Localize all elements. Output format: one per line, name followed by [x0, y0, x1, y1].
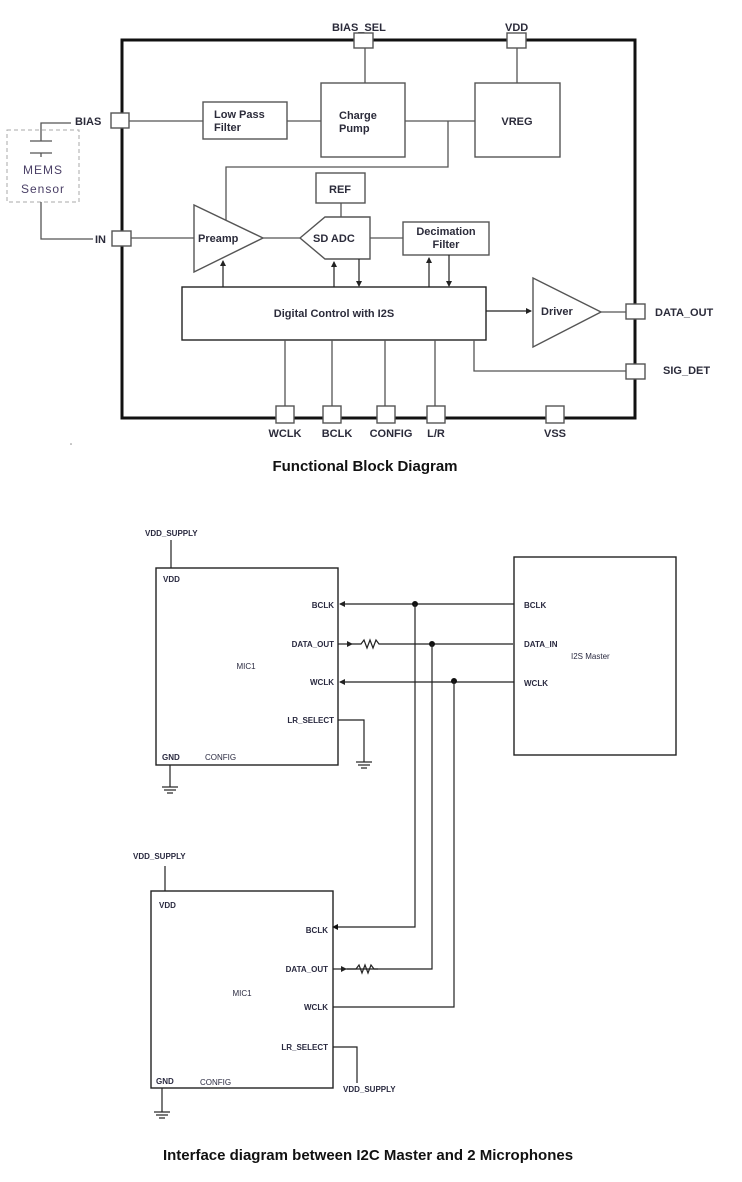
charge-label: Charge	[339, 110, 377, 122]
master-data-in-label: DATA_IN	[524, 640, 558, 649]
pin-bias	[110, 112, 130, 129]
mic-bottom: VDD_SUPPLY VDD BCLK DATA_OUT MIC1 WCLK L…	[133, 852, 396, 1119]
pin-label-vdd: VDD	[505, 22, 528, 34]
block-diagram-caption: Functional Block Diagram	[272, 458, 457, 475]
mic-bottom-lr-supply-label: VDD_SUPPLY	[343, 1085, 396, 1094]
interface-diagram: VDD_SUPPLY VDD BCLK DATA_OUT MIC1 WCLK L…	[133, 529, 677, 1164]
mic-top-config-label: CONFIG	[205, 753, 236, 762]
master-name: I2S Master	[571, 652, 610, 661]
mems-label: MEMS	[23, 163, 63, 177]
low-pass-label: Low Pass	[214, 109, 265, 121]
mic-top-box	[155, 567, 339, 766]
pin-wclk	[275, 405, 295, 424]
master-wclk-label: WCLK	[524, 679, 548, 688]
mic-top-bclk-label: BCLK	[312, 601, 334, 610]
mic-top-name: MIC1	[236, 662, 256, 671]
pin-bias-sel	[353, 32, 374, 49]
driver-block	[532, 276, 603, 349]
pin-label-sig-det: SIG_DET	[663, 365, 710, 377]
pin-label-bias: BIAS	[75, 116, 101, 128]
stray-dot	[70, 443, 72, 445]
pin-in	[111, 230, 132, 247]
decimation-filter-label: Filter	[433, 239, 461, 251]
pin-vss	[545, 405, 565, 424]
pin-bclk	[322, 405, 342, 424]
vreg-block	[474, 82, 561, 158]
driver-label: Driver	[541, 306, 574, 318]
low-pass-filter-block	[202, 101, 288, 140]
ref-block	[315, 172, 366, 204]
pin-label-in: IN	[95, 234, 106, 246]
preamp-label: Preamp	[198, 233, 239, 245]
pin-lr	[426, 405, 446, 424]
mic-top-vdd-label: VDD	[163, 575, 180, 584]
mems-sensor: MEMS Sensor	[6, 122, 93, 240]
preamp-block	[193, 203, 265, 274]
sensor-label: Sensor	[21, 182, 65, 196]
pin-label-bclk: BCLK	[322, 428, 353, 440]
i2s-master: BCLK DATA_IN I2S Master WCLK	[513, 556, 677, 756]
mic-top-lr-select-label: LR_SELECT	[287, 716, 334, 725]
digital-control-label: Digital Control with I2S	[274, 308, 394, 320]
sd-adc-label: SD ADC	[313, 233, 355, 245]
ref-label: REF	[329, 184, 351, 196]
mic-bottom-vdd-label: VDD	[159, 901, 176, 910]
functional-block-diagram: MEMS Sensor BIAS IN Low Pass Filter BIAS…	[6, 22, 714, 475]
mic-bottom-name: MIC1	[232, 989, 252, 998]
pin-label-wclk: WCLK	[269, 428, 302, 440]
pin-label-config: CONFIG	[370, 428, 413, 440]
decimation-filter-block	[402, 221, 490, 256]
mic-bottom-box	[150, 890, 334, 1089]
interface-diagram-caption: Interface diagram between I2C Master and…	[163, 1147, 573, 1164]
pin-label-lr: L/R	[427, 428, 445, 440]
vreg-label: VREG	[501, 116, 532, 128]
mic-top-data-out-label: DATA_OUT	[292, 640, 334, 649]
mic-bottom-wclk-label: WCLK	[304, 1003, 328, 1012]
pin-label-vss: VSS	[544, 428, 566, 440]
i2s-master-box	[513, 556, 677, 756]
mic-top-supply-label: VDD_SUPPLY	[145, 529, 198, 538]
pump-label: Pump	[339, 123, 370, 135]
filter-label: Filter	[214, 122, 242, 134]
mic-bottom-supply-label: VDD_SUPPLY	[133, 852, 186, 861]
mic-bottom-data-out-label: DATA_OUT	[286, 965, 328, 974]
mic-bottom-gnd-label: GND	[156, 1077, 174, 1086]
decimation-label: Decimation	[416, 226, 476, 238]
data-out-resistor-top	[352, 638, 513, 650]
pin-vdd	[506, 32, 527, 49]
pin-label-data-out: DATA_OUT	[655, 307, 714, 319]
pin-config	[376, 405, 396, 424]
pin-sig-det	[625, 363, 646, 380]
pin-label-bias-sel: BIAS_SEL	[332, 22, 386, 34]
master-bclk-label: BCLK	[524, 601, 546, 610]
mic-top: VDD_SUPPLY VDD BCLK DATA_OUT MIC1 WCLK L…	[145, 529, 372, 794]
charge-pump-block	[320, 82, 406, 158]
mic-bottom-bclk-label: BCLK	[306, 926, 328, 935]
digital-control-block	[181, 286, 487, 341]
mic-bottom-config-label: CONFIG	[200, 1078, 231, 1087]
mic-bottom-lr-select-label: LR_SELECT	[281, 1043, 328, 1052]
data-out-resistor-bottom	[346, 963, 378, 975]
mic-top-wclk-label: WCLK	[310, 678, 334, 687]
pin-data-out	[625, 303, 646, 320]
mic-top-gnd-label: GND	[162, 753, 180, 762]
